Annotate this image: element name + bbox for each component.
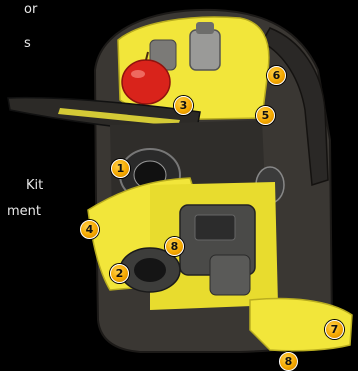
callout-8-a: 8 xyxy=(165,237,184,256)
gear-top xyxy=(190,30,220,70)
callout-8-b: 8 xyxy=(279,352,298,371)
callout-1: 1 xyxy=(111,159,130,178)
callout-4: 4 xyxy=(80,220,99,239)
callout-3: 3 xyxy=(174,96,193,115)
callout-5: 5 xyxy=(256,106,275,125)
callout-7: 7 xyxy=(325,320,344,339)
callout-2: 2 xyxy=(110,264,129,283)
apple xyxy=(122,60,170,104)
callout-6: 6 xyxy=(267,66,286,85)
